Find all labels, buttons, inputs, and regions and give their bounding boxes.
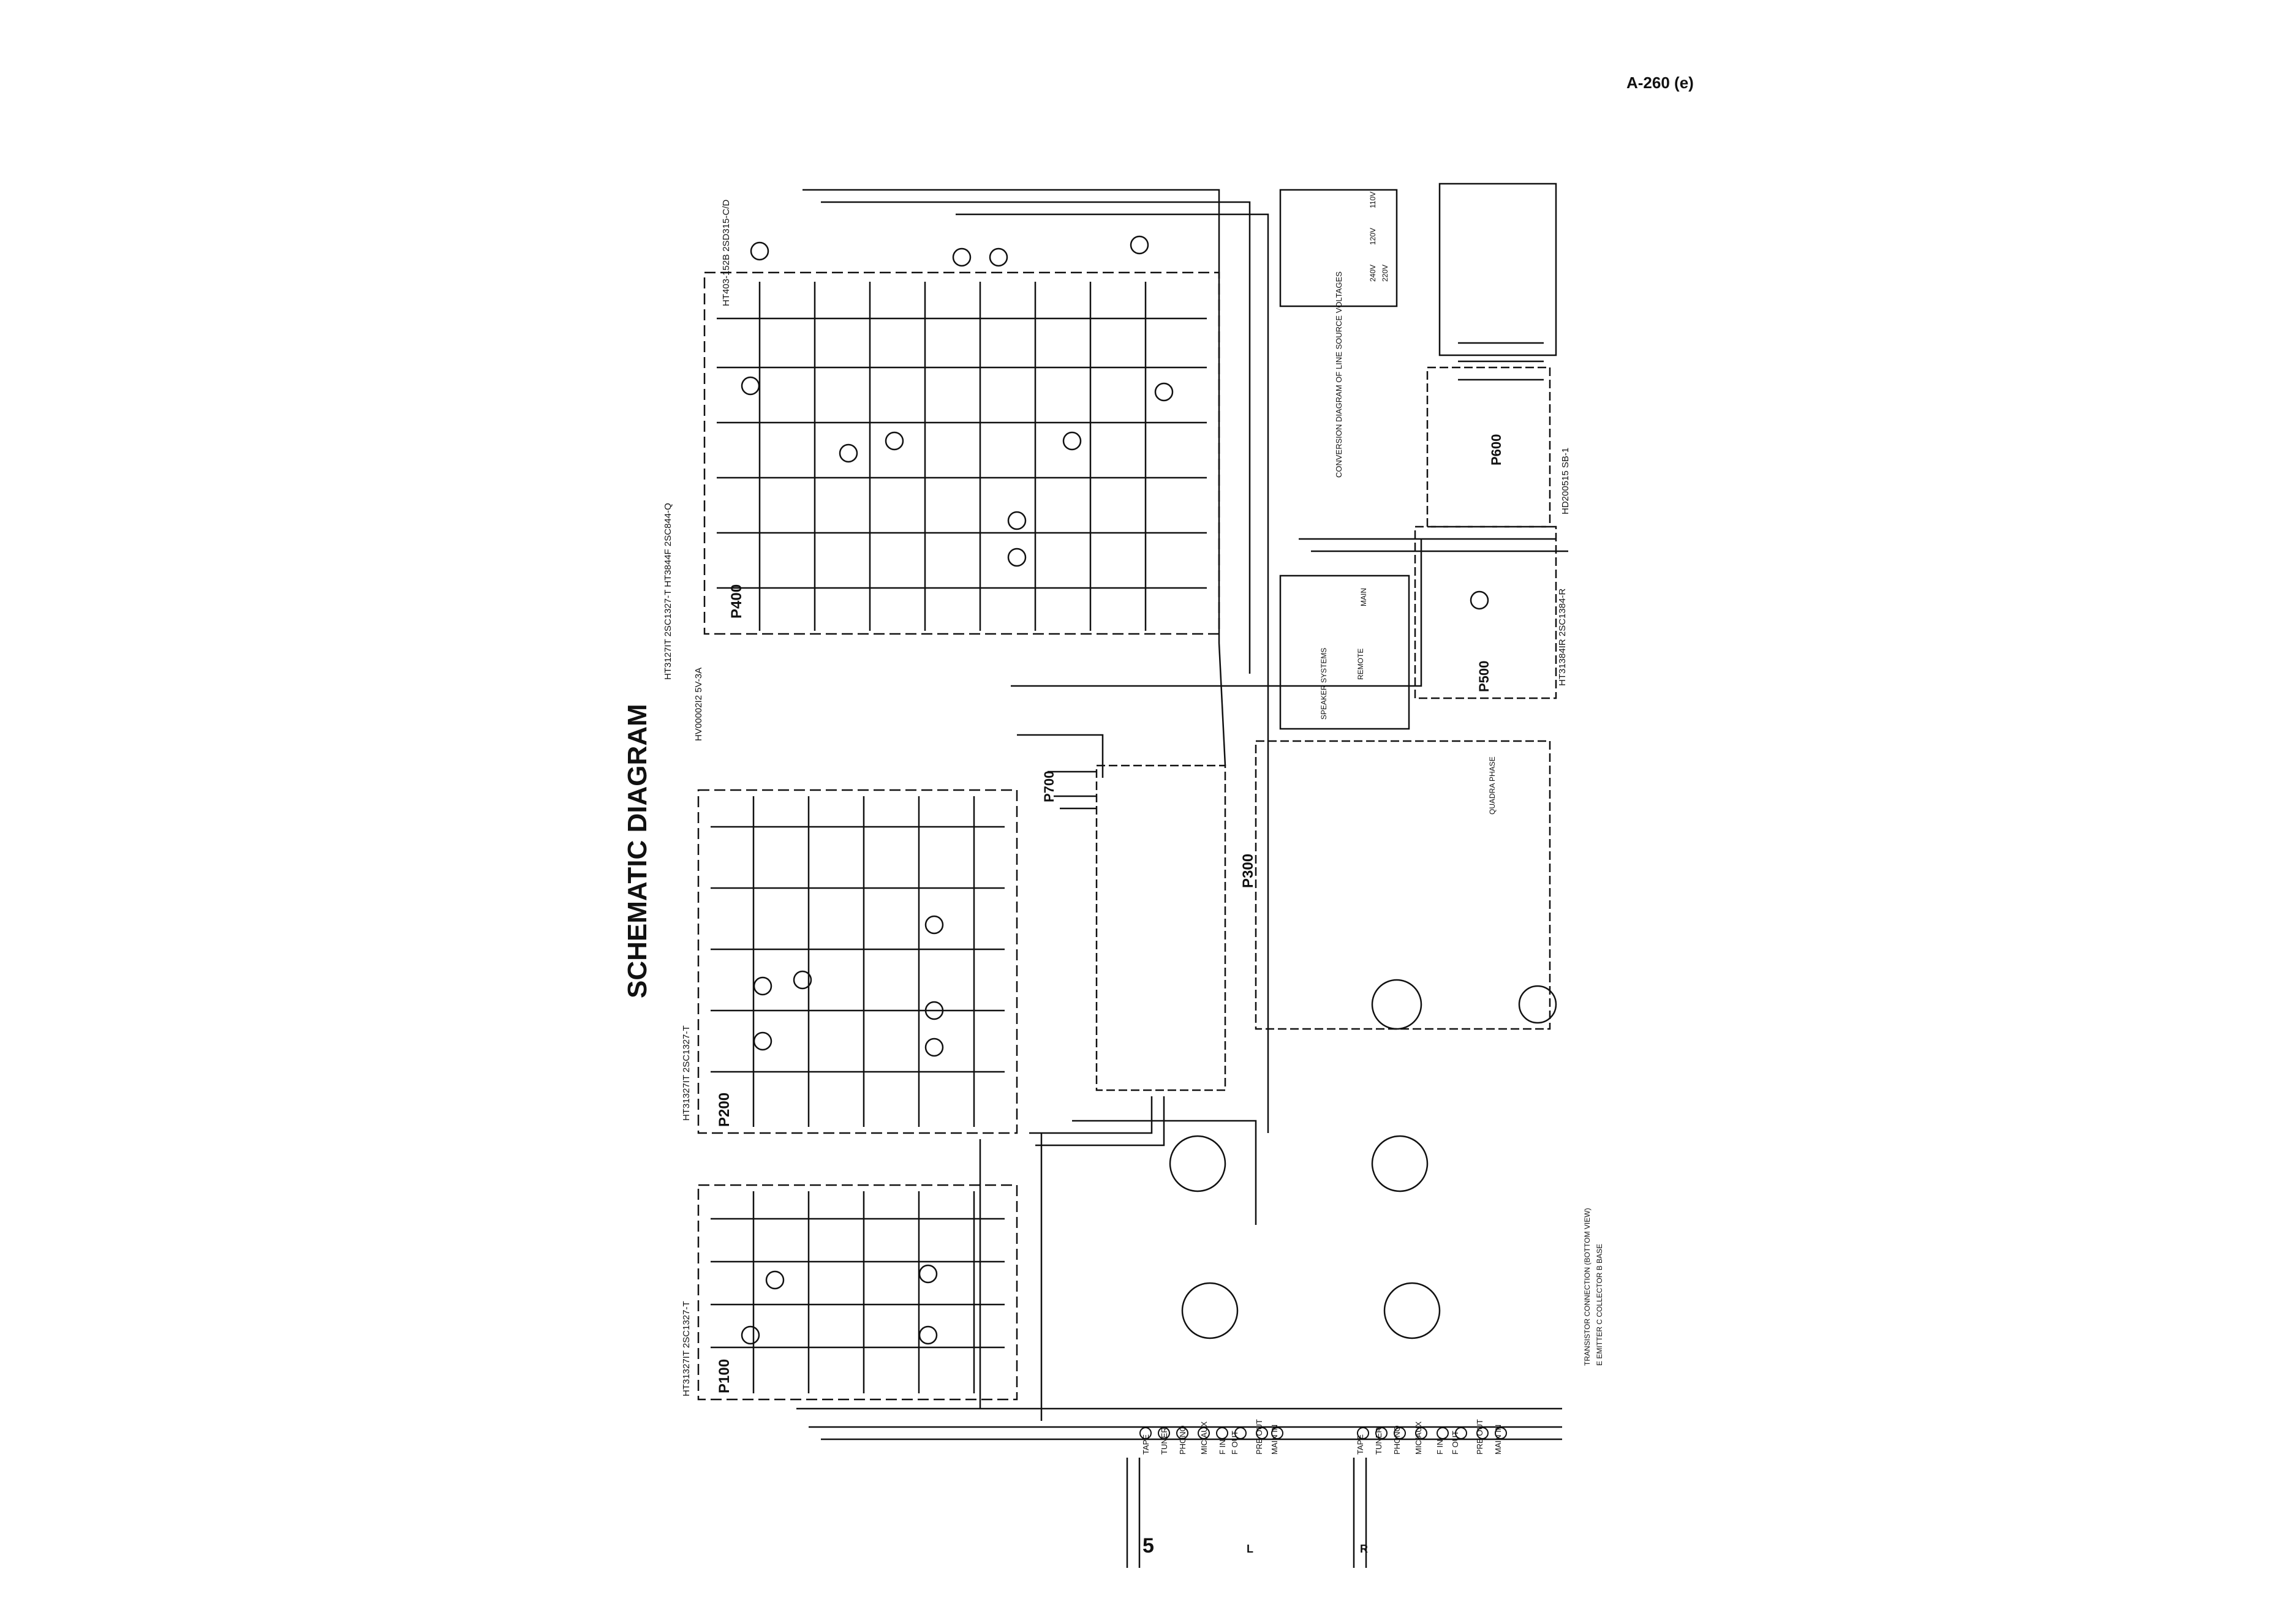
transistor-connection-label: TRANSISTOR CONNECTION (BOTTOM VIEW) [1583, 1208, 1592, 1366]
p100-transistors: HT31327IT 2SC1327-T [681, 1301, 692, 1396]
io-left-tuner: TUNER [1160, 1427, 1169, 1455]
p300-label: P300 [1240, 854, 1256, 888]
selector-wafer-4 [1383, 1282, 1441, 1339]
io-right-pre-out: PRE OUT [1475, 1419, 1484, 1455]
io-right-f-in: F IN [1435, 1439, 1444, 1455]
transformer-windings [1458, 342, 1544, 381]
conversion-label: CONVERSION DIAGRAM OF LINE SOURCE VOLTAG… [1334, 271, 1343, 478]
p400-label: P400 [728, 584, 745, 619]
p100-label: P100 [716, 1359, 733, 1393]
transistor-pin-legend: E EMITTER C COLLECTOR B BASE [1595, 1244, 1604, 1366]
model-number: A-260 (e) [1626, 73, 1694, 92]
remote-label: REMOTE [1356, 649, 1365, 680]
p400-transistors: HT3127IT 2SC1327-T HT3844F 2SC844-Q [663, 503, 673, 680]
io-left-tape: TAPE [1141, 1434, 1150, 1455]
io-right-tuner: TUNER [1374, 1427, 1383, 1455]
selector-wafer-5 [1371, 979, 1422, 1030]
power-input-section [1438, 183, 1557, 356]
p500-transistors: HT31384IR 2SC1384-R [1557, 589, 1568, 686]
voltage-240: 240V [1369, 265, 1377, 282]
selector-wafer-6 [1518, 985, 1557, 1024]
speaker-systems-label: SPEAKER SYSTEMS [1320, 648, 1328, 720]
p200-board-outline [697, 789, 1018, 1134]
p500-label: P500 [1476, 661, 1492, 692]
p200-transistors: HT31327IT 2SC1327-T [681, 1025, 692, 1121]
p400-board-outline [703, 271, 1220, 635]
selector-wafer-1 [1169, 1135, 1226, 1192]
selector-wafer-2 [1371, 1135, 1429, 1192]
right-channel-label: R [1360, 1543, 1368, 1555]
fuse-label: HV00002I2 5V-3A [693, 668, 704, 741]
transistors [741, 235, 1489, 1345]
io-left-pre-out: PRE OUT [1255, 1419, 1264, 1455]
left-io-labels: TAPE TUNER PHONO MIC/AUX F IN F OUT PRE … [1141, 1419, 1279, 1555]
io-left-mic-aux: MIC/AUX [1199, 1422, 1209, 1455]
io-left-phono: PHONO [1178, 1425, 1187, 1455]
p400-output-transistors: HT403-152B 2SD315-C/D [721, 200, 731, 306]
speaker-switch-box [1279, 574, 1410, 730]
io-right-phono: PHONO [1392, 1425, 1402, 1455]
p600-label: P600 [1489, 434, 1504, 465]
voltage-220: 220V [1381, 265, 1389, 282]
io-left-f-in: F IN [1218, 1439, 1227, 1455]
left-channel-label: L [1247, 1543, 1253, 1555]
voltage-labels: 110V 120V 240V 220V [1369, 192, 1389, 282]
voltage-120: 120V [1369, 228, 1377, 245]
diagram-title: SCHEMATIC DIAGRAM [622, 704, 652, 998]
p200-label: P200 [716, 1093, 733, 1127]
voltage-110: 110V [1369, 192, 1377, 208]
p600-board-outline [1426, 366, 1551, 528]
p700-label: P700 [1041, 771, 1057, 802]
io-right-tape: TAPE [1356, 1434, 1365, 1455]
quadra-phase-label: QUADRA PHASE [1488, 756, 1497, 815]
main-label: MAIN [1359, 588, 1368, 606]
page-number: 5 [1142, 1534, 1154, 1557]
p700-board-outline [1095, 764, 1226, 1091]
p300-board-outline [1255, 740, 1551, 1030]
conversion-diagram-box [1279, 189, 1398, 307]
io-jacks [1139, 1427, 1507, 1439]
p600-part: HD200515 SB-1 [1560, 448, 1571, 514]
p100-board-outline [697, 1184, 1018, 1401]
p500-board-outline [1414, 525, 1557, 699]
selector-wafer-3 [1181, 1282, 1239, 1339]
